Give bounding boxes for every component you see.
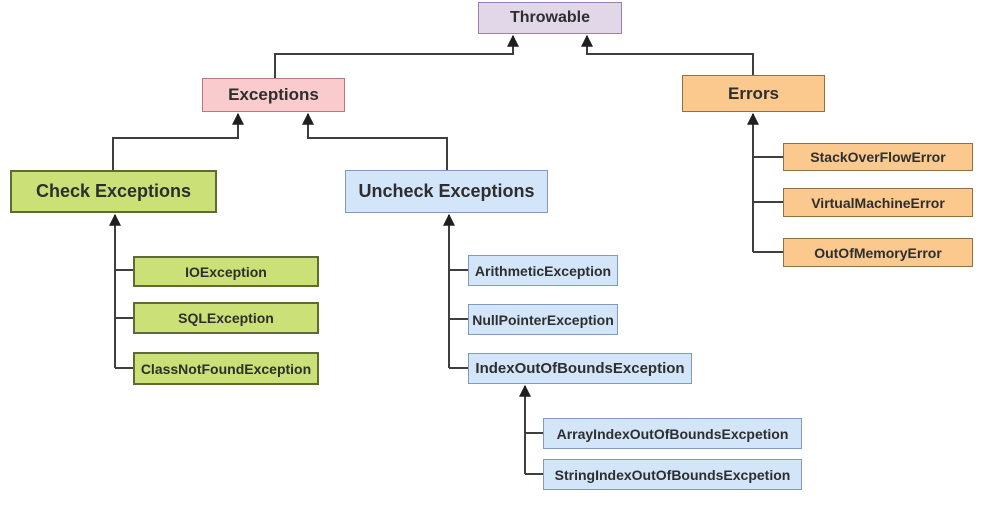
node-outofmemoryerror: OutOfMemoryError: [783, 238, 973, 267]
node-stringindexoutofbounds: StringIndexOutOfBoundsExcpetion: [543, 459, 802, 490]
node-stackoverflowerror: StackOverFlowError: [783, 143, 973, 171]
node-arrayindexoutofbounds: ArrayIndexOutOfBoundsExcpetion: [543, 418, 802, 449]
edge-checkexceptions-exceptions: [112, 112, 244, 170]
node-virtualmachineerror: VirtualMachineError: [783, 188, 973, 217]
node-uncheck-exceptions: Uncheck Exceptions: [345, 170, 548, 213]
edge-exceptions-throwable: [274, 34, 519, 78]
node-nullpointerexception: NullPointerException: [468, 304, 618, 335]
node-throwable: Throwable: [478, 2, 622, 34]
edge-uncheckexceptions-exceptions: [302, 112, 448, 170]
node-sqlexception: SQLException: [133, 302, 319, 334]
edge-errors-throwable: [581, 34, 754, 75]
node-errors: Errors: [682, 75, 825, 112]
node-arithmeticexception: ArithmeticException: [468, 255, 618, 286]
node-ioexception: IOException: [133, 256, 319, 287]
node-check-exceptions: Check Exceptions: [10, 170, 217, 213]
node-exceptions: Exceptions: [202, 78, 345, 112]
node-classnotfoundexception: ClassNotFoundException: [133, 352, 319, 385]
node-indexoutofboundsexception: IndexOutOfBoundsException: [468, 353, 692, 384]
